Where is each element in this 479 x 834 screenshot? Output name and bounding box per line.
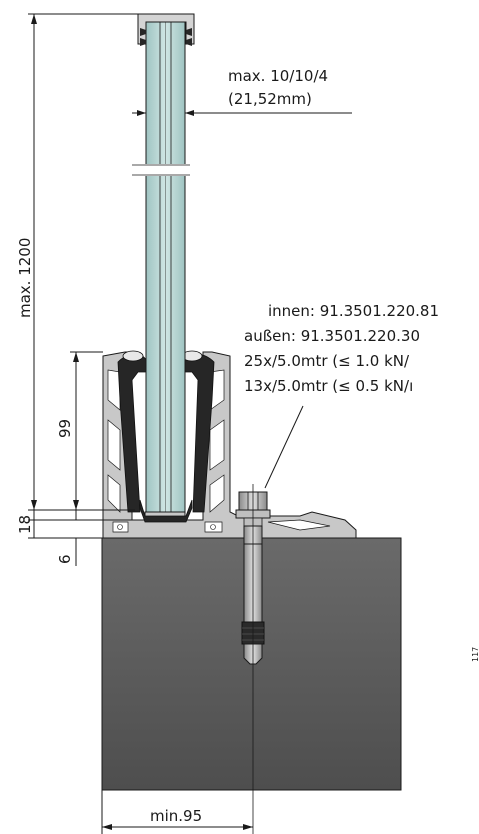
dimension-max-height (28, 13, 140, 510)
dimension-profile-height-label: 99 (56, 419, 74, 438)
glass-top-cap (137, 13, 195, 46)
glass-thickness-label-1: max. 10/10/4 (228, 67, 328, 85)
edge-rotated-text: 117 (471, 647, 479, 662)
anchor-spec-line-4: 13x/5.0mtr (≤ 0.5 kN/ı (244, 377, 413, 395)
anchor-leader-line (264, 405, 304, 489)
dimension-base-18-label: 18 (16, 515, 34, 534)
dimension-min-width-label: min.95 (150, 807, 202, 825)
dimension-base (28, 509, 135, 566)
anchor-bolt (235, 484, 271, 834)
anchor-spec-line-1: innen: 91.3501.220.81 (268, 302, 439, 320)
dimension-base-6-label: 6 (56, 554, 74, 564)
aluminium-profile (102, 351, 357, 539)
dimension-max-height-label: max. 1200 (16, 238, 34, 318)
anchor-spec-line-2: außen: 91.3501.220.30 (244, 327, 420, 345)
dimension-profile-height (70, 351, 103, 510)
glass-thickness-label-2: (21,52mm) (228, 90, 312, 108)
rubber-gaskets (117, 350, 215, 523)
dimension-min-width (101, 790, 253, 834)
anchor-spec-line-3: 25x/5.0mtr (≤ 1.0 kN/ (244, 352, 410, 370)
glass-thickness-callout (132, 110, 352, 116)
glass-panel (132, 17, 192, 513)
